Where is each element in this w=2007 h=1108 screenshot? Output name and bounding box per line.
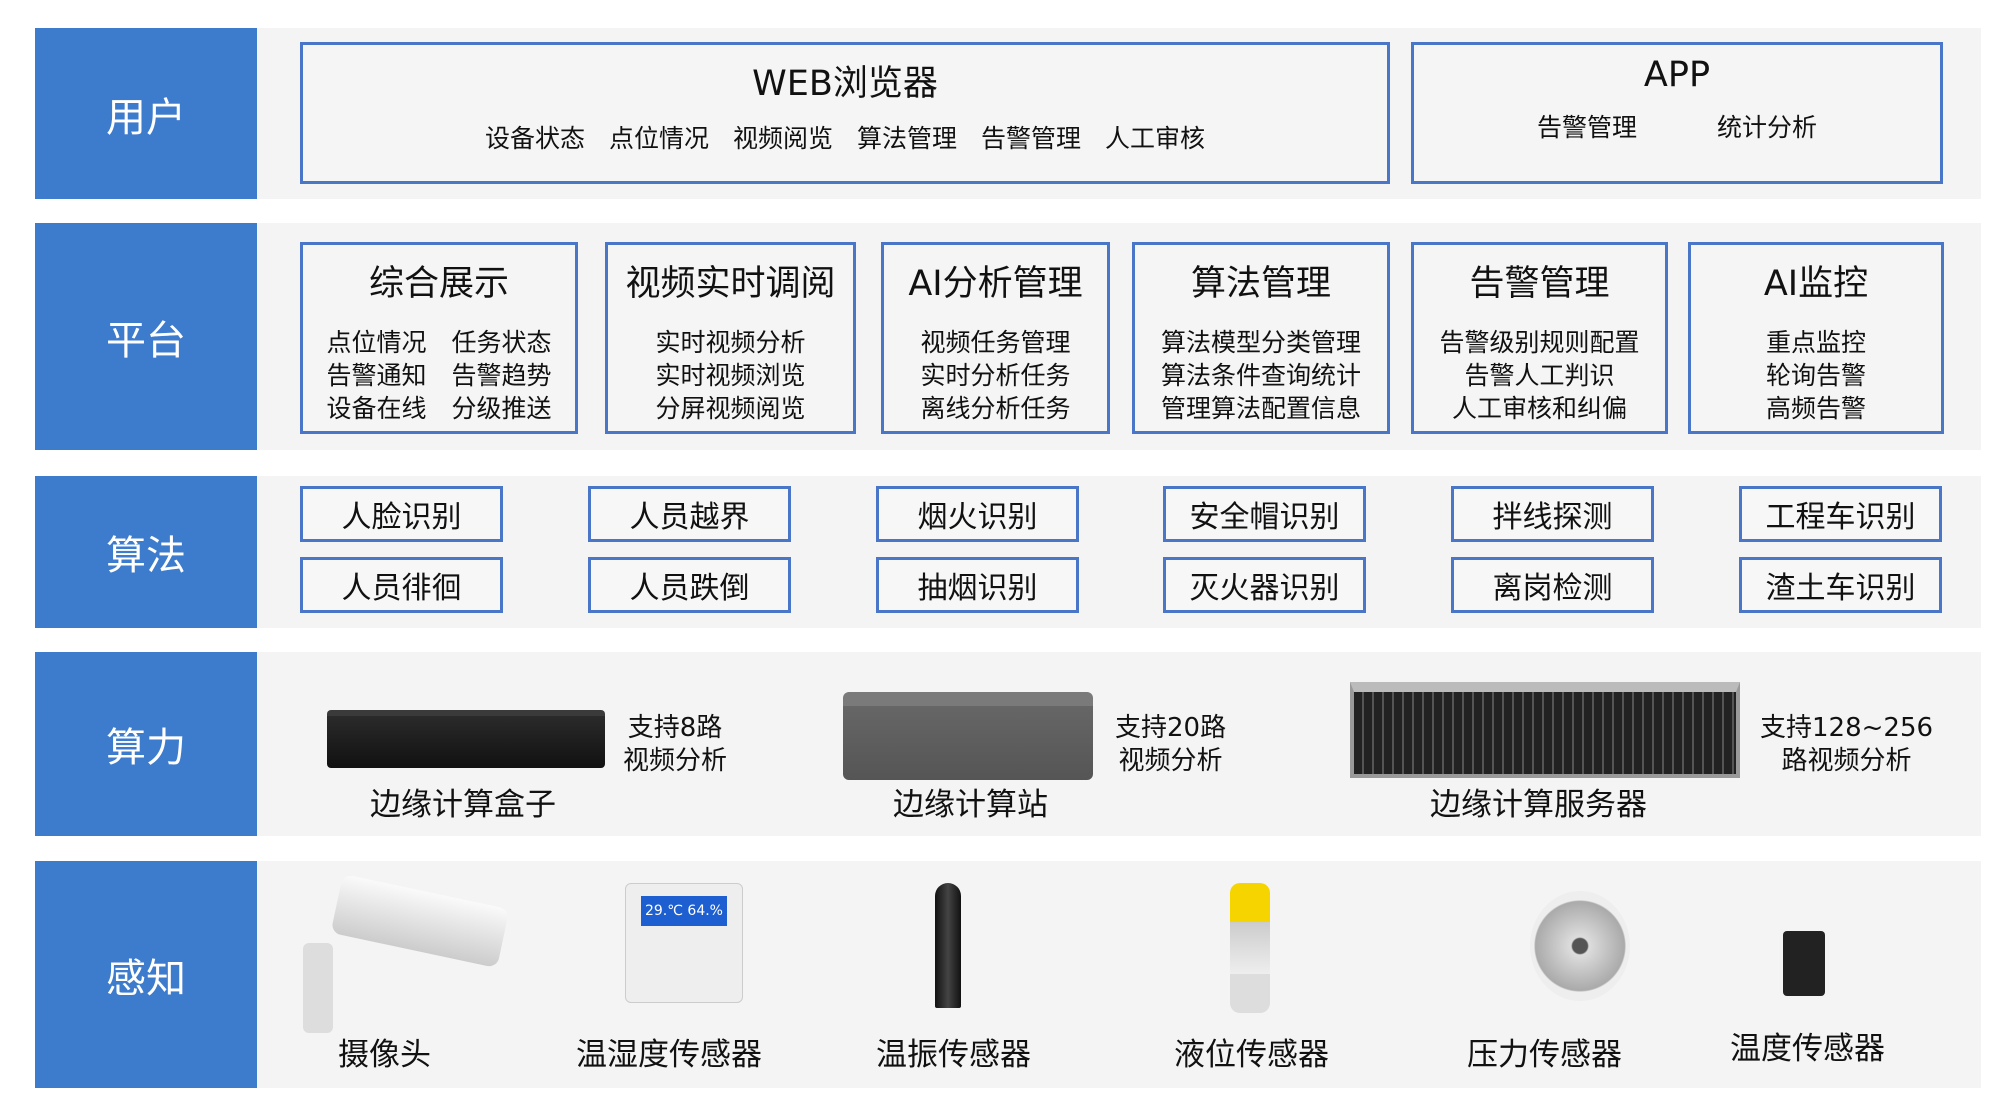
device-name: 温振传感器 xyxy=(876,1037,1031,1073)
pressure-sensor-image xyxy=(1530,891,1630,1001)
platform-module: 告警管理 告警级别规则配置 告警人工判识 人工审核和纠偏 xyxy=(1411,242,1668,434)
platform-module: AI监控 重点监控 轮询告警 高频告警 xyxy=(1688,242,1944,434)
web-browser-box: WEB浏览器 设备状态点位情况视频阅览算法管理告警管理人工审核 xyxy=(300,42,1390,184)
device-note: 支持8路视频分析 xyxy=(623,713,728,776)
device-name: 温度传感器 xyxy=(1730,1031,1885,1067)
module-title: AI分析管理 xyxy=(908,264,1083,304)
edge-server-image xyxy=(1350,682,1740,778)
device-name: 边缘计算服务器 xyxy=(1430,787,1647,823)
layer-label: 算法 xyxy=(35,476,257,628)
algorithm-item: 人员越界 xyxy=(588,486,791,542)
device-name: 边缘计算站 xyxy=(893,787,1048,823)
module-title: 综合展示 xyxy=(368,264,509,304)
edge-station-image xyxy=(843,692,1093,780)
vibration-sensor-image xyxy=(935,883,961,1008)
algorithm-item: 灭火器识别 xyxy=(1163,557,1366,613)
module-title: 视频实时调阅 xyxy=(625,264,836,304)
compute-layer: 算力 边缘计算盒子 支持8路视频分析 边缘计算站 支持20路视频分析 边缘计算服… xyxy=(35,652,1981,836)
platform-layer: 平台 综合展示 点位情况 任务状态 告警通知 告警趋势 设备在线 分级推送 视频… xyxy=(35,223,1981,450)
device-name: 压力传感器 xyxy=(1467,1037,1622,1073)
algorithm-item: 安全帽识别 xyxy=(1163,486,1366,542)
layer-label: 算力 xyxy=(35,652,257,836)
platform-module: 算法管理 算法模型分类管理 算法条件查询统计 管理算法配置信息 xyxy=(1132,242,1390,434)
app-box: APP 告警管理统计分析 xyxy=(1411,42,1943,184)
web-items: 设备状态点位情况视频阅览算法管理告警管理人工审核 xyxy=(484,124,1206,153)
algorithm-item: 烟火识别 xyxy=(876,486,1079,542)
layer-label: 用户 xyxy=(35,28,257,199)
level-sensor-image xyxy=(1230,883,1270,1013)
platform-module: 综合展示 点位情况 任务状态 告警通知 告警趋势 设备在线 分级推送 xyxy=(300,242,578,434)
sensing-layer: 感知 29.℃ 64.% 摄像头 温湿度传感器 温振传感器 液位传感器 压力传感… xyxy=(35,861,1981,1088)
algorithm-item: 离岗检测 xyxy=(1451,557,1654,613)
temperature-sensor-image xyxy=(1783,931,1825,996)
humidity-sensor-image: 29.℃ 64.% xyxy=(625,883,743,1003)
device-name: 摄像头 xyxy=(338,1037,431,1073)
platform-module: AI分析管理 视频任务管理 实时分析任务 离线分析任务 xyxy=(881,242,1110,434)
edge-box-image xyxy=(327,710,605,768)
layer-label: 感知 xyxy=(35,861,257,1088)
module-title: AI监控 xyxy=(1763,264,1869,304)
device-note: 支持20路视频分析 xyxy=(1115,713,1227,776)
algorithm-layer: 算法 人脸识别人员徘徊 人员越界人员跌倒 烟火识别抽烟识别 安全帽识别灭火器识别 拌线探… xyxy=(35,476,1981,628)
platform-module: 视频实时调阅 实时视频分析 实时视频浏览 分屏视频阅览 xyxy=(605,242,856,434)
algorithm-item: 工程车识别 xyxy=(1739,486,1942,542)
device-name: 液位传感器 xyxy=(1174,1037,1329,1073)
algorithm-item: 人脸识别 xyxy=(300,486,503,542)
camera-mount xyxy=(303,943,333,1033)
module-title: 告警管理 xyxy=(1469,264,1610,304)
layer-label: 平台 xyxy=(35,223,257,450)
box-title: APP xyxy=(1643,55,1711,95)
algorithm-item: 抽烟识别 xyxy=(876,557,1079,613)
algorithm-item: 渣土车识别 xyxy=(1739,557,1942,613)
user-layer: 用户 WEB浏览器 设备状态点位情况视频阅览算法管理告警管理人工审核 APP 告… xyxy=(35,28,1981,199)
sensor-display: 29.℃ 64.% xyxy=(641,896,727,926)
algorithm-item: 人员徘徊 xyxy=(300,557,503,613)
module-title: 算法管理 xyxy=(1190,264,1331,304)
device-name: 边缘计算盒子 xyxy=(370,787,556,823)
device-name: 温湿度传感器 xyxy=(576,1037,762,1073)
box-title: WEB浏览器 xyxy=(752,64,938,104)
algorithm-item: 人员跌倒 xyxy=(588,557,791,613)
algorithm-item: 拌线探测 xyxy=(1451,486,1654,542)
